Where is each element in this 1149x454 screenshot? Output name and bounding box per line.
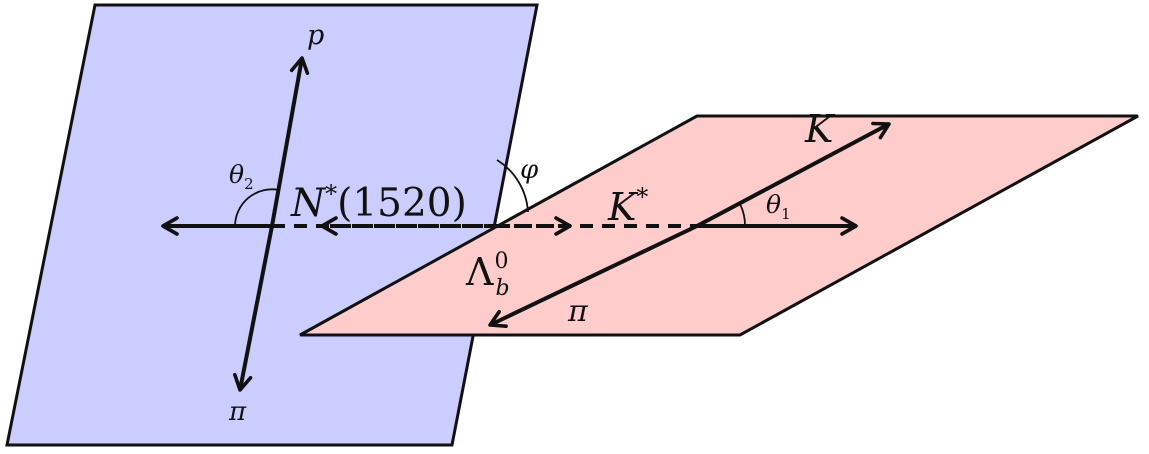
- lambda-superscript: 0: [494, 249, 508, 274]
- pion-left-label: π: [228, 397, 247, 427]
- kaon-arrow: [696, 121, 891, 228]
- k-star-superscript: *: [636, 183, 648, 211]
- theta1-angle-arc: [739, 203, 746, 227]
- pion-right-label: π: [567, 294, 589, 329]
- theta1-label: θ1: [766, 190, 791, 223]
- k-star-label: K*: [607, 183, 648, 229]
- pion-right-arrow: [488, 224, 698, 328]
- varphi-label: φ: [520, 155, 539, 185]
- proton-label: p: [307, 20, 324, 51]
- theta2-angle-arc: [234, 188, 280, 227]
- lambda-subscript: b: [495, 276, 509, 301]
- lambda-symbol: Λ: [465, 250, 494, 294]
- theta1-subscript: 1: [781, 205, 791, 223]
- theta2-subscript: 2: [244, 175, 254, 193]
- theta1-symbol: θ: [766, 190, 781, 219]
- kaon-label: K: [804, 107, 836, 151]
- n-star-mass: (1520): [337, 181, 467, 226]
- k-star-symbol: K: [607, 185, 639, 229]
- n-star-superscript: *: [325, 180, 337, 208]
- proton-arrow: [270, 56, 310, 227]
- theta2-label: θ2: [229, 160, 254, 193]
- theta2-symbol: θ: [229, 160, 244, 189]
- varphi-angle-arc: [496, 159, 529, 213]
- n-star-symbol: N: [290, 181, 327, 226]
- n-star-label: N*(1520): [290, 180, 467, 226]
- pion-left-arrow: [233, 225, 274, 392]
